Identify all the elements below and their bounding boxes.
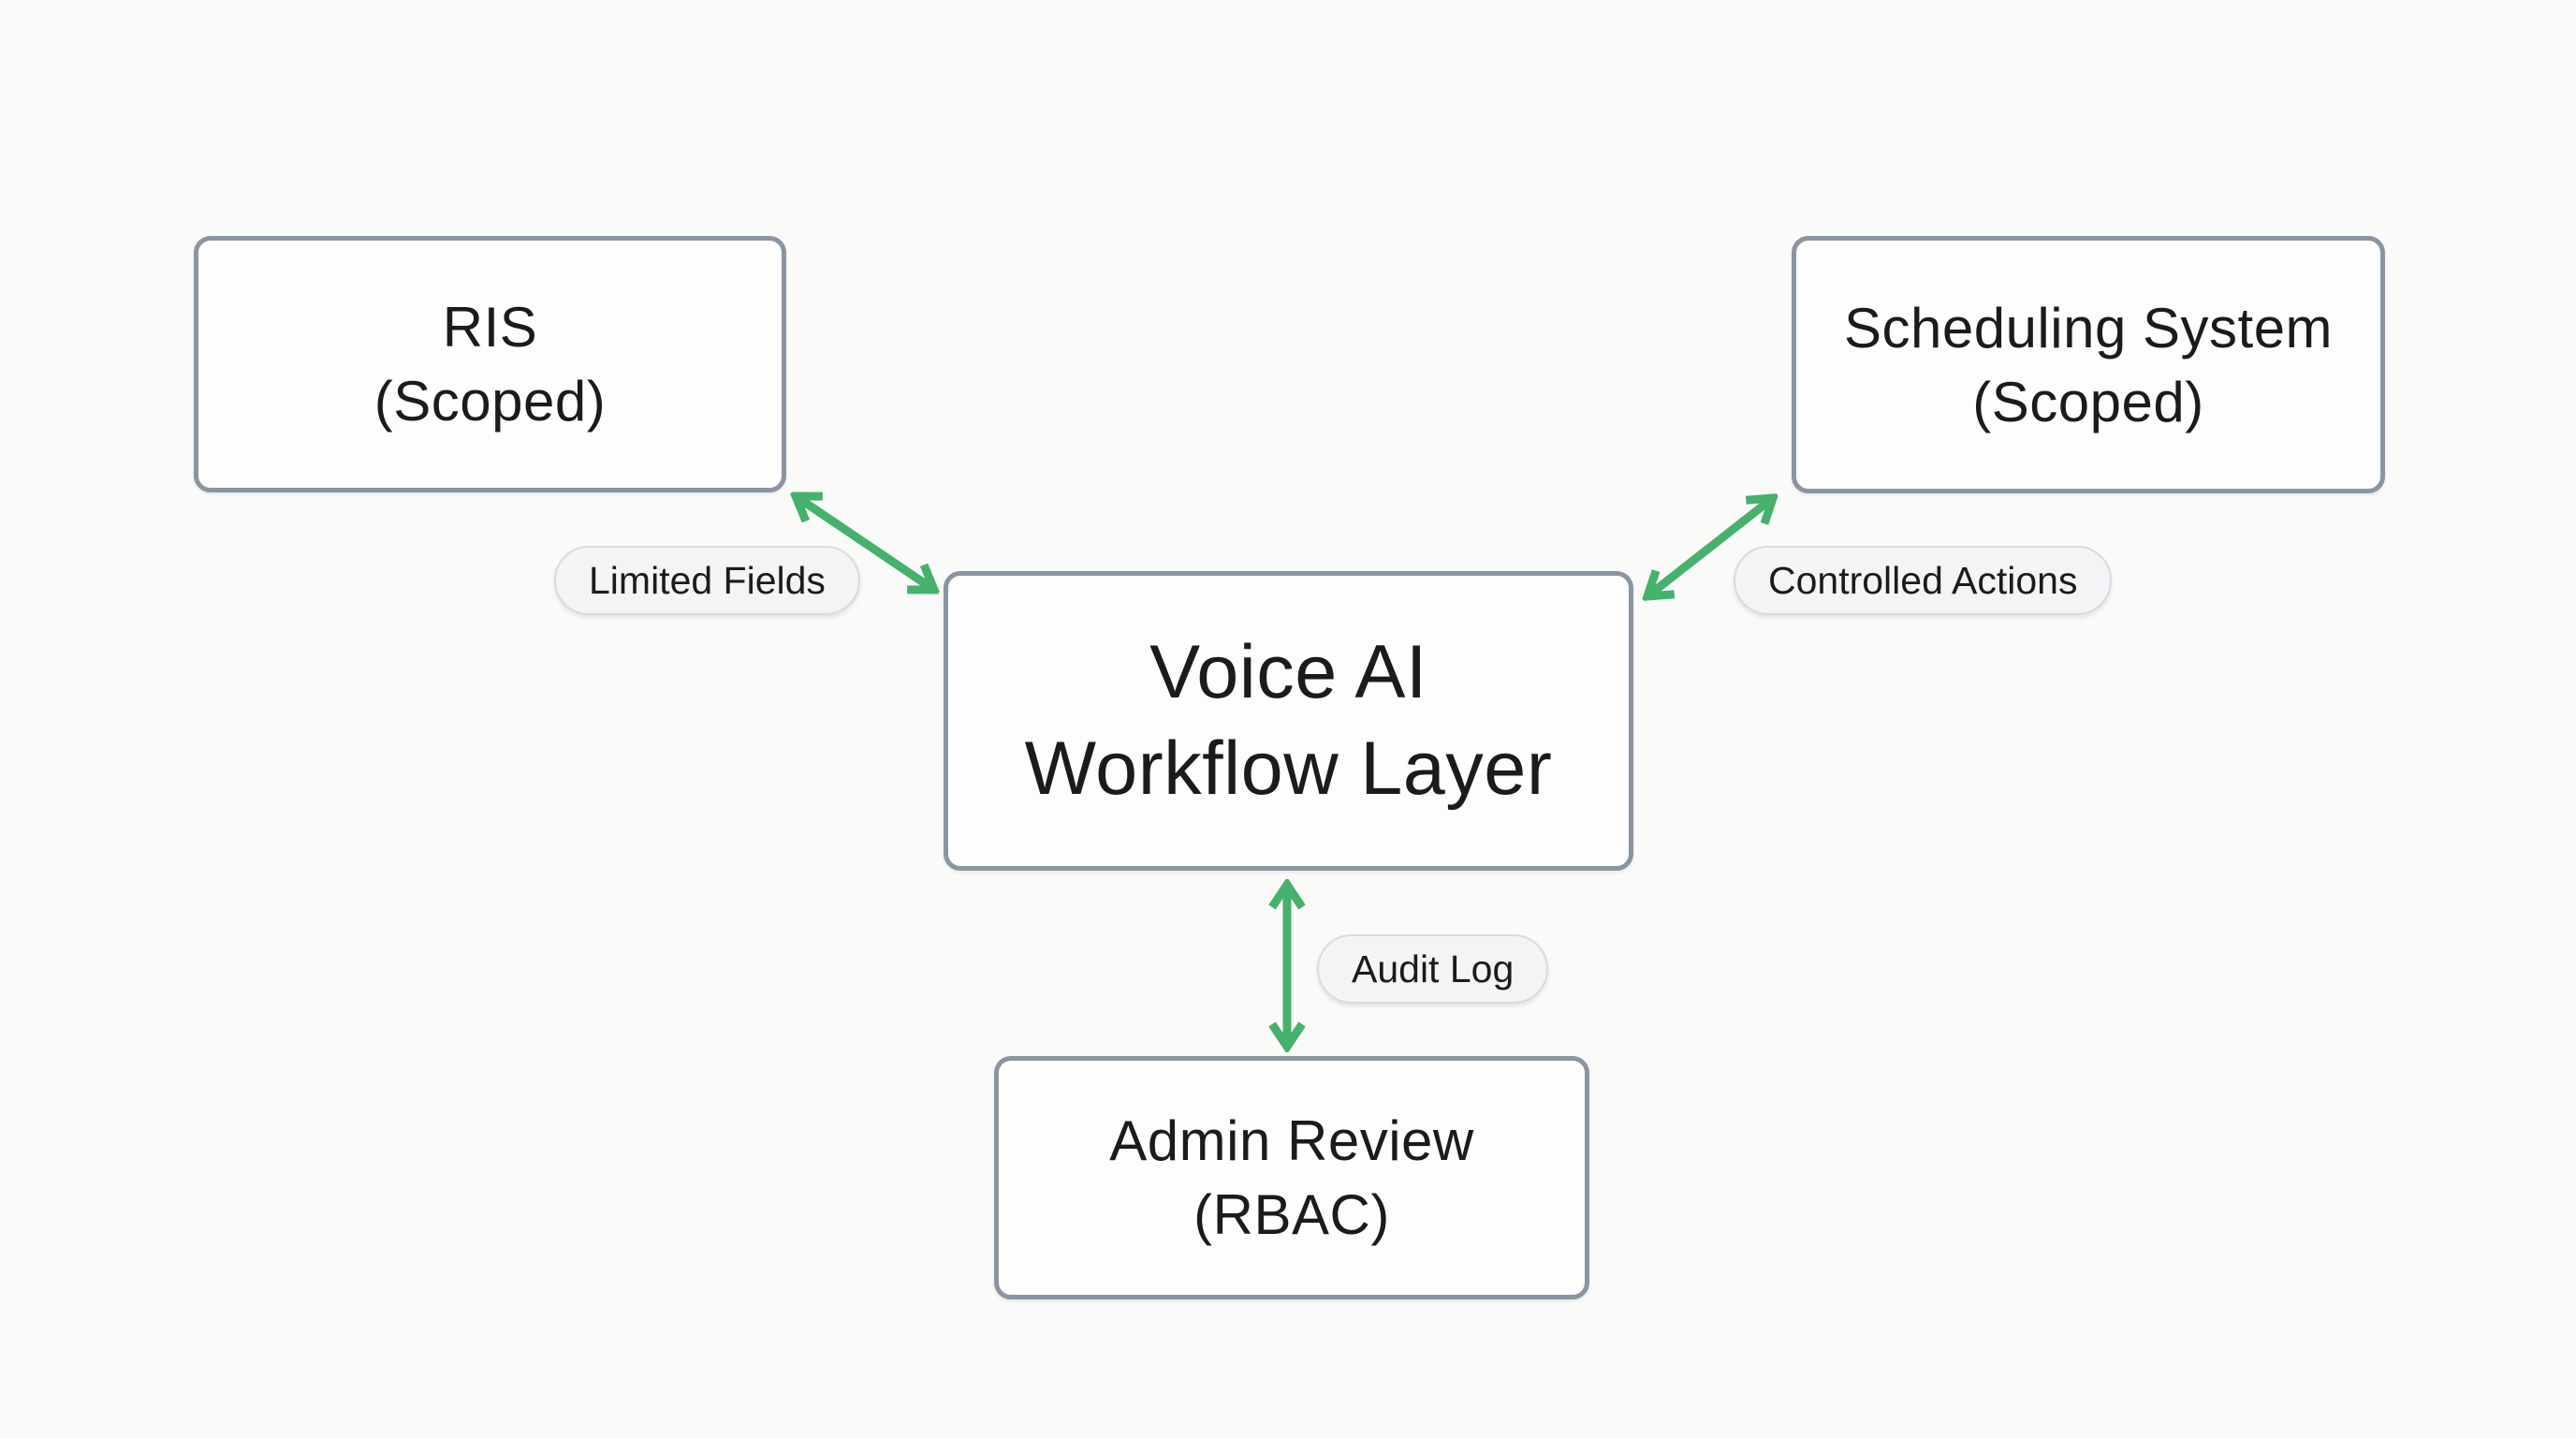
node-scheduling-label-line1: Scheduling System bbox=[1843, 296, 2334, 360]
node-admin-review-rbac: Admin Review (RBAC) bbox=[994, 1056, 1589, 1299]
arrow-ris-voiceai bbox=[796, 496, 934, 590]
node-ris-label-line1: RIS bbox=[442, 296, 538, 359]
edge-label-controlled-actions: Controlled Actions bbox=[1734, 546, 2113, 615]
node-voice-ai-label-line2: Workflow Layer bbox=[1024, 726, 1553, 811]
node-ris-label-line2: (Scoped) bbox=[373, 370, 607, 433]
node-ris: RIS (Scoped) bbox=[194, 236, 786, 492]
arrow-voiceai-scheduling bbox=[1647, 498, 1773, 596]
edge-label-audit-log: Audit Log bbox=[1317, 934, 1549, 1004]
node-voice-ai-workflow-layer: Voice AI Workflow Layer bbox=[944, 571, 1633, 871]
node-scheduling-label-line2: (Scoped) bbox=[1972, 370, 2204, 433]
node-voice-ai-label-line1: Voice AI bbox=[1149, 630, 1427, 714]
node-scheduling-system: Scheduling System (Scoped) bbox=[1792, 236, 2385, 493]
edge-label-limited-fields: Limited Fields bbox=[554, 546, 860, 615]
node-admin-review-label-line1: Admin Review bbox=[1109, 1109, 1474, 1172]
node-admin-review-label-line2: (RBAC) bbox=[1193, 1183, 1390, 1246]
